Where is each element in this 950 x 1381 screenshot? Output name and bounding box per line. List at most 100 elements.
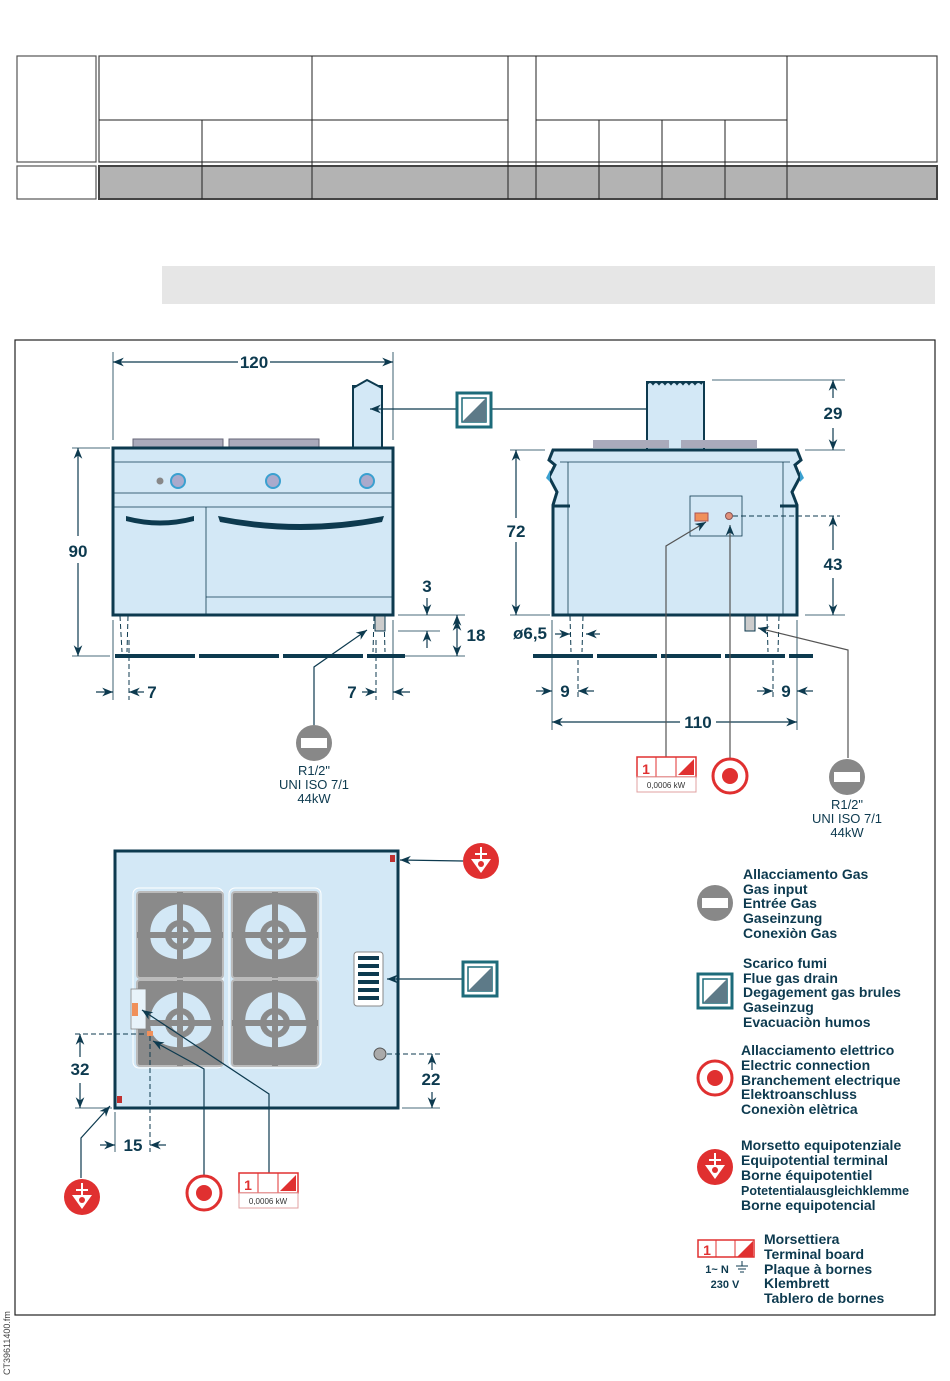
- svg-text:Flue gas drain: Flue gas drain: [743, 970, 838, 986]
- gas-connection-point: [373, 1047, 387, 1061]
- svg-text:Terminal board: Terminal board: [764, 1246, 864, 1262]
- svg-text:Potetentialausgleichklemme: Potetentialausgleichklemme: [741, 1184, 909, 1198]
- svg-text:Borne equipotencial: Borne equipotencial: [741, 1197, 876, 1213]
- svg-text:1: 1: [244, 1177, 252, 1193]
- equipotential-terminal: [117, 1096, 122, 1103]
- terminal-board-icon: 1 1~ N 230 V: [697, 1239, 755, 1291]
- svg-text:1: 1: [703, 1242, 711, 1258]
- svg-text:Equipotential terminal: Equipotential terminal: [741, 1152, 888, 1168]
- gas-standard-label: UNI ISO 7/1: [279, 777, 349, 792]
- control-knob-icon: [170, 473, 186, 489]
- equipotential-terminal-icon: [63, 1178, 101, 1216]
- header-table: [16, 55, 938, 200]
- flue-gas-drain-icon: [696, 972, 734, 1010]
- control-knob-icon: [359, 473, 375, 489]
- gas-thread-label: R1/2": [831, 797, 863, 812]
- legend-item-electric-connection: Allacciamento elettrico Electric connect…: [741, 1042, 901, 1117]
- terminal-board: [694, 512, 709, 522]
- legend-item-flue-gas-drain: Scarico fumi Flue gas drain Degagement g…: [743, 955, 901, 1030]
- legend: Allacciamento Gas Gas input Entrée Gas G…: [696, 866, 909, 1306]
- dim-gas-offset-y: 22: [422, 1070, 441, 1089]
- svg-text:Plaque à bornes: Plaque à bornes: [764, 1261, 872, 1277]
- legend-item-gas-input: Allacciamento Gas Gas input Entrée Gas G…: [743, 866, 868, 941]
- flue-vent: [353, 951, 384, 1007]
- dim-electric-offset-y: 32: [71, 1060, 90, 1079]
- terminal-board: [132, 1003, 138, 1016]
- terminal-board-icon: 1 0,0006 kW: [636, 756, 697, 793]
- svg-text:Electric connection: Electric connection: [741, 1057, 870, 1073]
- electric-connection-point: [147, 1031, 153, 1036]
- gas-power-label: 44kW: [830, 825, 864, 840]
- dim-height: 90: [69, 542, 88, 561]
- svg-text:Morsettiera: Morsettiera: [764, 1231, 840, 1247]
- svg-text:0,0006 kW: 0,0006 kW: [647, 781, 686, 790]
- svg-text:Conexiòn elètrica: Conexiòn elètrica: [741, 1101, 858, 1117]
- legend-item-equipotential-terminal: Morsetto equipotenziale Equipotential te…: [741, 1137, 909, 1213]
- dim-leg-height: 18: [467, 626, 486, 645]
- burner: [232, 980, 318, 1066]
- door-handle: [218, 516, 384, 530]
- svg-text:Gaseinzug: Gaseinzug: [743, 999, 814, 1015]
- dim-width: 120: [240, 353, 268, 372]
- burner: [137, 892, 223, 978]
- svg-text:Scarico fumi: Scarico fumi: [743, 955, 827, 971]
- front-view: 120 90 3 18 7 7 R1/2" UNI ISO 7/1 44kW: [69, 352, 486, 806]
- gas-input-icon: [697, 885, 733, 921]
- top-view: 1 0,0006 kW 32 15 22: [63, 842, 500, 1216]
- drawing-frame: [14, 339, 936, 1316]
- equipotential-terminal-icon: [696, 1148, 734, 1186]
- svg-text:Morsetto equipotenziale: Morsetto equipotenziale: [741, 1137, 901, 1153]
- legend-item-terminal-board: Morsettiera Terminal board Plaque à born…: [764, 1231, 885, 1306]
- svg-text:Klembrett: Klembrett: [764, 1275, 830, 1291]
- svg-text:230 V: 230 V: [711, 1279, 740, 1291]
- title-band: [162, 266, 935, 304]
- gas-input-icon: [829, 759, 865, 795]
- flue-gas-drain-icon: [455, 391, 493, 429]
- side-view: 29 72 43 ø6,5 9 9 110 1 0,0006 kW R1/2": [507, 379, 882, 840]
- svg-text:Allacciamento elettrico: Allacciamento elettrico: [741, 1042, 894, 1058]
- control-knob-icon: [265, 473, 281, 489]
- svg-text:Allacciamento Gas: Allacciamento Gas: [743, 866, 868, 882]
- flue-gas-drain-icon: [461, 960, 499, 998]
- gas-standard-label: UNI ISO 7/1: [812, 811, 882, 826]
- burner: [232, 892, 318, 978]
- dim-gap-top: 3: [422, 577, 431, 596]
- equipotential-terminal-icon: [462, 842, 500, 880]
- electric-connection-icon: [696, 1059, 734, 1097]
- svg-text:0,0006 kW: 0,0006 kW: [249, 1197, 288, 1206]
- gas-thread-label: R1/2": [298, 763, 330, 778]
- file-code: CT39611400.fm: [2, 1311, 12, 1375]
- door-handle: [126, 516, 194, 526]
- electric-connection-point: [725, 512, 733, 520]
- indicator-light: [156, 477, 164, 485]
- electric-connection-icon: [711, 757, 749, 795]
- dim-foot-diameter: ø6,5: [513, 624, 547, 643]
- dim-side-offset-left: 9: [560, 682, 569, 701]
- terminal-board-icon: 1 0,0006 kW: [238, 1172, 299, 1209]
- dim-depth: 110: [684, 713, 711, 732]
- dim-side-height: 72: [507, 522, 526, 541]
- equipotential-terminal: [390, 855, 395, 862]
- svg-text:Tablero de bornes: Tablero de bornes: [764, 1290, 885, 1306]
- electric-connection-icon: [185, 1174, 223, 1212]
- gas-power-label: 44kW: [297, 791, 331, 806]
- svg-text:Gas input: Gas input: [743, 881, 808, 897]
- svg-text:Gaseinzung: Gaseinzung: [743, 910, 822, 926]
- svg-text:Evacuaciòn humos: Evacuaciòn humos: [743, 1014, 871, 1030]
- dim-electric-height: 43: [824, 555, 843, 574]
- svg-text:1: 1: [642, 761, 650, 777]
- svg-text:Branchement electrique: Branchement electrique: [741, 1072, 901, 1088]
- svg-text:Degagement gas brules: Degagement gas brules: [743, 984, 901, 1000]
- svg-text:Conexiòn Gas: Conexiòn Gas: [743, 925, 837, 941]
- dim-chimney-height: 29: [824, 404, 843, 423]
- dim-offset-right: 7: [347, 683, 356, 702]
- gas-input-icon: [296, 725, 332, 761]
- dim-side-offset-right: 9: [781, 682, 790, 701]
- svg-text:Borne équipotentiel: Borne équipotentiel: [741, 1167, 872, 1183]
- svg-text:Entrée Gas: Entrée Gas: [743, 895, 817, 911]
- svg-text:Elektroanschluss: Elektroanschluss: [741, 1086, 857, 1102]
- dim-electric-offset-x: 15: [124, 1136, 143, 1155]
- dim-offset-left: 7: [147, 683, 156, 702]
- svg-text:1~ N: 1~ N: [705, 1264, 729, 1276]
